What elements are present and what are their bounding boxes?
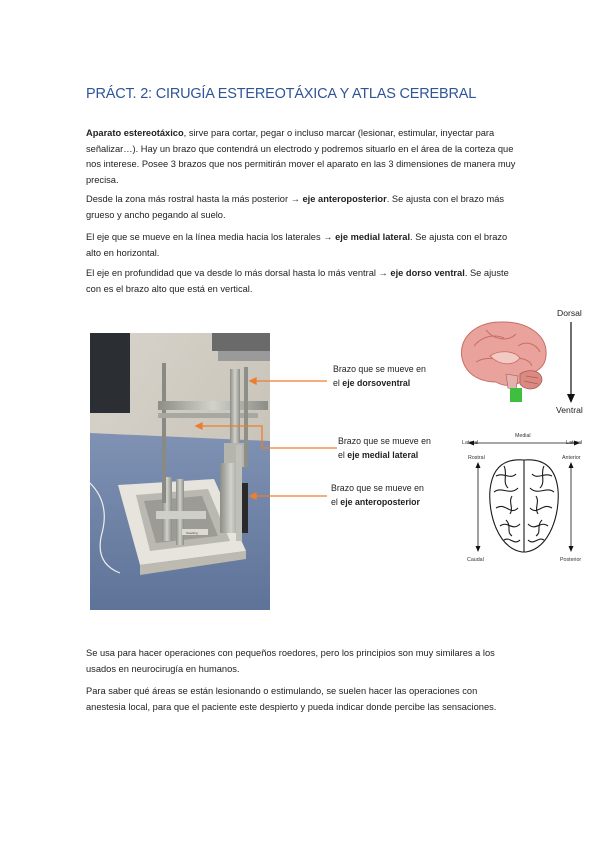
arrow-medial-lateral-head [194, 421, 203, 431]
paragraph-local-anesthesia: Para saber qué áreas se están lesionando… [86, 686, 497, 712]
term-medial-lateral: eje medial lateral [335, 232, 411, 242]
sagittal-brain-icon [460, 321, 547, 402]
dorsal-ventral-arrow [567, 322, 575, 403]
label-medial: Medial [515, 433, 531, 439]
term-anteroposterior: eje anteroposterior [302, 194, 387, 204]
label-dorsal: Dorsal [557, 308, 582, 318]
paragraph-medial-lateral: El eje que se mueve en la línea media ha… [86, 232, 508, 258]
arrow-dorsoventral-head [248, 376, 257, 386]
label-anterior: Anterior [562, 455, 581, 461]
label-medial-lateral-arm: Brazo que se mueve en el eje medial late… [338, 436, 431, 460]
arrow-anteroposterior-head [248, 491, 257, 501]
term-dorsoventral: eje dorso ventral [390, 268, 465, 278]
paragraph-dorsoventral: El eje en profundidad que va desde lo má… [86, 268, 509, 294]
label-rostral: Rostral [468, 455, 485, 461]
stereotaxic-apparatus-illustration: Stoelting [90, 333, 270, 610]
stereotaxic-apparatus-photo: Stoelting [90, 333, 270, 610]
paragraph-rodents: Se usa para hacer operaciones con pequeñ… [86, 648, 495, 674]
top-view-brain-diagram [468, 440, 580, 553]
paragraph-stereotaxic-device: Aparato estereotáxico, sirve para cortar… [86, 128, 516, 185]
photo-brand-label: Stoelting [186, 531, 198, 535]
page-title: PRÁCT. 2: CIRUGÍA ESTEREOTÁXICA Y ATLAS … [86, 86, 477, 102]
label-ventral: Ventral [556, 405, 583, 415]
term-stereotaxic-device: Aparato estereotáxico [86, 128, 184, 138]
label-dorsoventral-arm: Brazo que se mueve en el eje dorsoventra… [333, 364, 426, 388]
brainstem-highlight [510, 388, 522, 402]
arrow-medial-lateral [196, 425, 337, 449]
label-anteroposterior-arm: Brazo que se mueve en el eje anteroposte… [331, 483, 424, 507]
brain-top-outline [489, 459, 559, 553]
label-caudal: Caudal [467, 557, 484, 563]
paragraph-anteroposterior: Desde la zona más rostral hasta la más p… [86, 194, 505, 220]
label-posterior: Posterior [560, 557, 582, 563]
